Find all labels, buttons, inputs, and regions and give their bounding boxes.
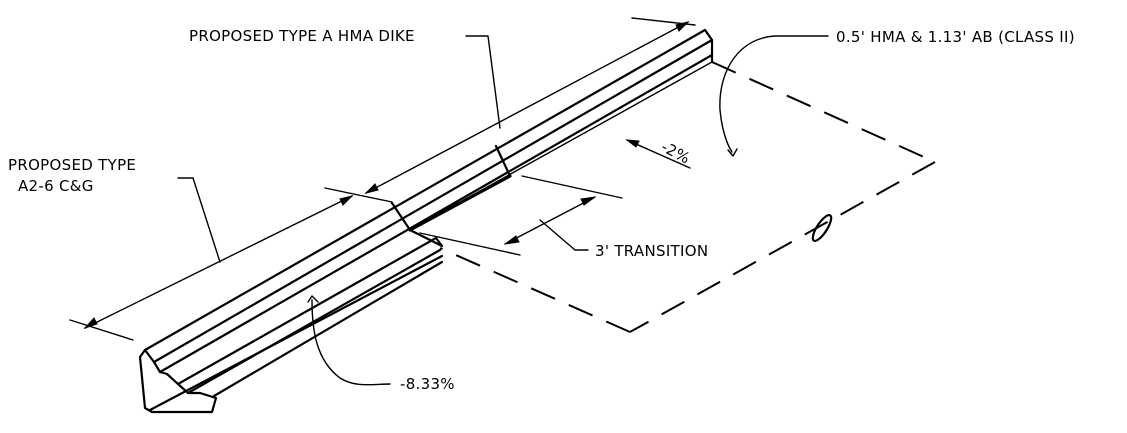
dike-label: PROPOSED TYPE A HMA DIKE <box>189 27 415 45</box>
curb-label-line2: A2-6 C&G <box>18 177 94 195</box>
section-label: 0.5' HMA & 1.13' AB (CLASS II) <box>836 28 1075 46</box>
leader-lines <box>177 35 829 386</box>
gutter-slope-label: -8.33% <box>400 375 455 393</box>
dimension-lines <box>69 17 696 341</box>
curb-and-dike-body <box>138 28 714 414</box>
pavement-limits <box>439 61 936 333</box>
curb-label-line1: PROPOSED TYPE <box>8 156 136 174</box>
pavement-slope-label: -2% <box>658 138 693 168</box>
transition-label: 3' TRANSITION <box>595 242 708 260</box>
